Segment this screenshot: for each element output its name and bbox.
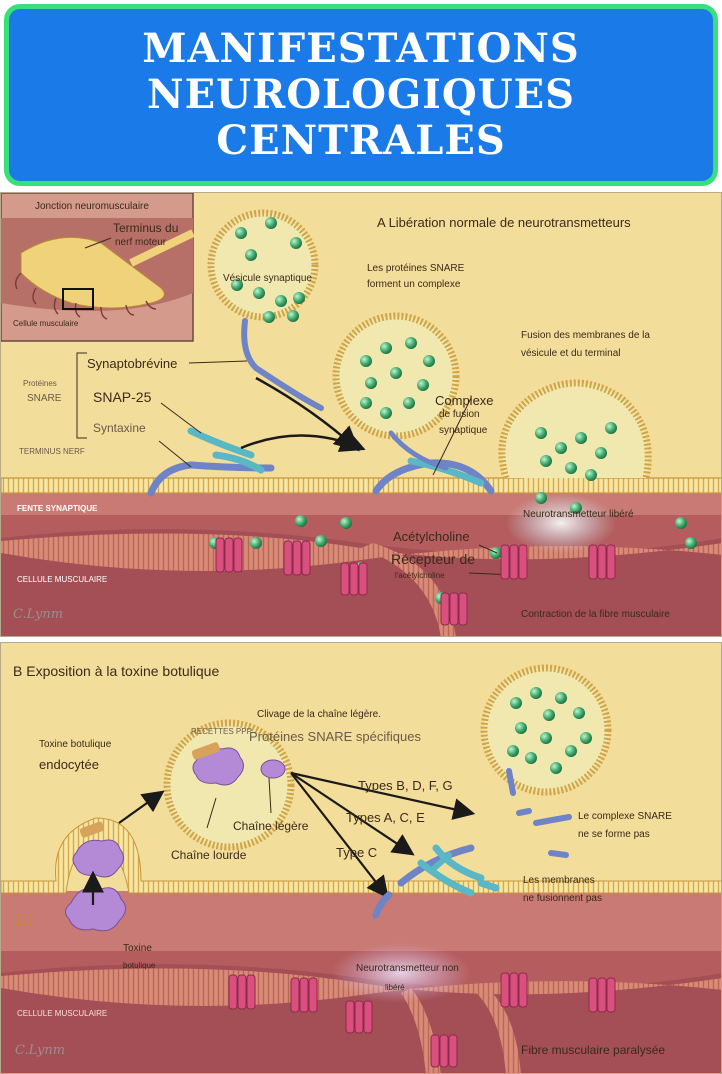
- muscle-cell-label-a: CELLULE MUSCULAIRE: [17, 575, 108, 584]
- paralyzed-label: Fibre musculaire paralysée: [521, 1043, 666, 1057]
- snap25-label: SNAP-25: [93, 389, 152, 405]
- unfused-vesicle: [480, 664, 612, 796]
- fusion-line2: vésicule et du terminal: [521, 348, 621, 359]
- type-c-label: Type C: [336, 845, 378, 860]
- panel-botulinum-exposure: B Exposition à la toxine botulique Cliva…: [0, 642, 722, 1074]
- toxin-line2: botulique: [123, 961, 156, 970]
- panel-a-heading: A Libération normale de neurotransmetteu…: [377, 215, 631, 230]
- proteins-line1: Protéines: [23, 379, 57, 388]
- cleavage-line1: Clivage de la chaîne légère.: [257, 709, 381, 720]
- muscle-cell-label-b: CELLULE MUSCULAIRE: [17, 1009, 108, 1018]
- cleaved-snare-fragments: [372, 768, 572, 919]
- vesicle-label: Vésicule synaptique: [223, 273, 312, 284]
- title-line-3: CENTRALES: [216, 117, 506, 164]
- toxin-line1: Toxine: [123, 943, 152, 954]
- types-ace-label: Types A, C, E: [346, 810, 425, 825]
- inset-title: Jonction neuromusculaire: [35, 201, 149, 212]
- title-line-2: NEUROLOGIQUES: [147, 71, 575, 118]
- snare-complex-line2: forment un complexe: [367, 279, 461, 290]
- complex-line3: synaptique: [439, 425, 488, 436]
- no-fusion-line2: ne fusionnent pas: [523, 893, 602, 904]
- proteins-line2: SNARE: [27, 393, 62, 404]
- inset-muscle-cell: Cellule musculaire: [13, 319, 79, 328]
- trapped-neurotransmitters: [507, 687, 592, 774]
- panel-normal-release: A Libération normale de neurotransmetteu…: [0, 192, 722, 637]
- complex-line2: de fusion: [439, 409, 480, 420]
- ach-receptors: [215, 537, 616, 626]
- receptor-line2: l'acétylcholine: [395, 571, 445, 580]
- light-chain-label: Chaîne légère: [233, 819, 309, 833]
- not-released-line1: Neurotransmetteur non: [356, 963, 459, 974]
- synaptic-vesicle-3: [498, 379, 652, 553]
- released-label: Neurotransmetteur libéré: [523, 509, 634, 520]
- no-fusion-line1: Les membranes: [523, 875, 595, 886]
- cleavage-line2: Protéines SNARE spécifiques: [249, 729, 421, 744]
- contraction-label: Contraction de la fibre musculaire: [521, 609, 670, 620]
- snare-complex-line1: Les protéines SNARE: [367, 263, 465, 274]
- corner-mark: L1: [15, 911, 35, 929]
- inset-terminus-line2: nerf moteur: [115, 237, 167, 248]
- panel-b-illustration: [1, 643, 721, 1073]
- muscle-membrane: [1, 533, 721, 571]
- synaptobrevin-label: Synaptobrévine: [87, 356, 178, 371]
- receptor-line1: Récepteur de: [391, 551, 476, 567]
- snare-proteins: [147, 318, 495, 497]
- title-line-1: MANIFESTATIONS: [142, 25, 580, 72]
- signature-b: C.Lynm: [15, 1043, 66, 1058]
- types-bdfg-label: Types B, D, F, G: [358, 778, 453, 793]
- heavy-chain-label: Chaîne lourde: [171, 848, 247, 862]
- signature-a: C.Lynm: [13, 607, 64, 622]
- title-banner: MANIFESTATIONS NEUROLOGIQUES CENTRALES: [4, 4, 718, 186]
- inset-terminus-line1: Terminus du: [113, 221, 179, 235]
- receptors-text: RECETTES PPP: [191, 727, 252, 736]
- acetylcholine-label: Acétylcholine: [393, 529, 470, 544]
- terminus-nerf-label: TERMINUS NERF: [19, 447, 85, 456]
- toxin-molecules: [65, 747, 286, 932]
- not-released-line2: libéré: [385, 983, 405, 992]
- muscle-fold: [361, 543, 456, 636]
- no-complex-line2: ne se forme pas: [578, 829, 650, 840]
- fente-label: FENTE SYNAPTIQUE: [17, 504, 98, 513]
- endocytosed-line1: Toxine botulique: [39, 739, 112, 750]
- fusion-line1: Fusion des membranes de la: [521, 330, 650, 341]
- endocytosed-line2: endocytée: [39, 757, 99, 772]
- syntaxin-label: Syntaxine: [93, 421, 146, 435]
- complex-line1: Complexe: [435, 393, 494, 408]
- no-complex-line1: Le complexe SNARE: [578, 811, 672, 822]
- panel-b-heading: B Exposition à la toxine botulique: [13, 663, 220, 679]
- panel-a-illustration: [1, 193, 721, 636]
- nmj-inset: [1, 193, 195, 342]
